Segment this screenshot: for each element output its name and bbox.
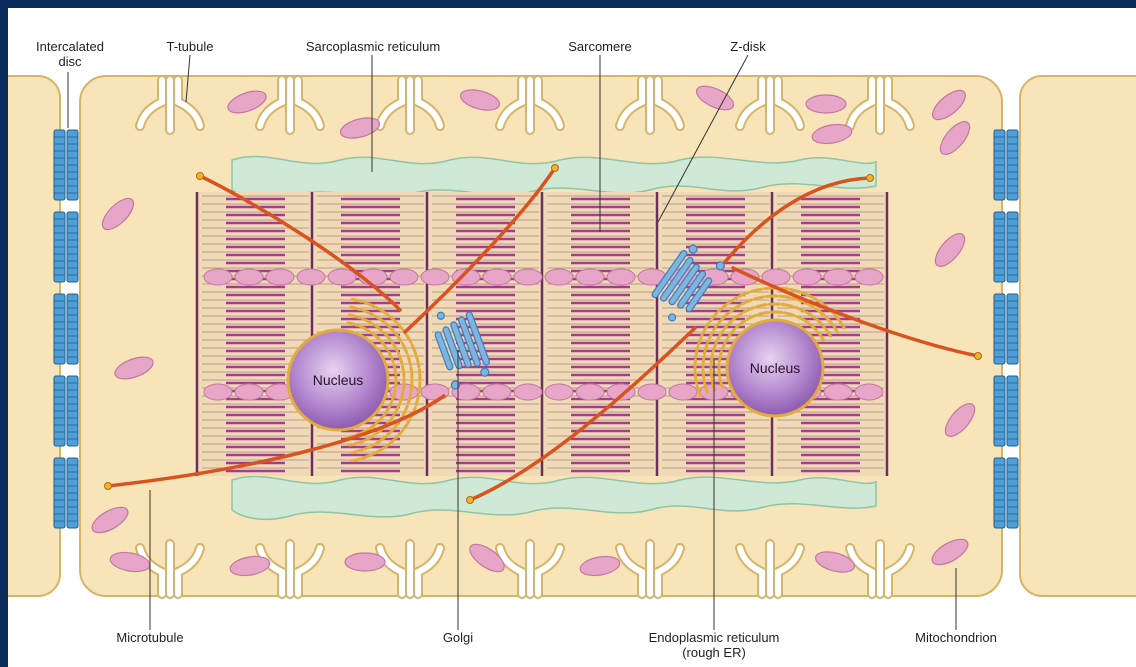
cardiac-muscle-cell-diagram: Nucleus Nucleus	[8, 8, 1136, 667]
mitochondrion	[669, 384, 697, 400]
mitochondrion	[421, 384, 449, 400]
mitochondrion	[576, 384, 604, 400]
mitochondrion	[235, 384, 263, 400]
label-mitochondrion: Mitochondrion	[915, 630, 997, 645]
label-er-line2: (rough ER)	[649, 645, 780, 660]
mitochondrion	[204, 269, 232, 285]
mitochondrion	[266, 269, 294, 285]
label-t-tubule: T-tubule	[167, 39, 214, 54]
mitochondrion	[483, 384, 511, 400]
label-sarcoplasmic-reticulum: Sarcoplasmic reticulum	[306, 39, 440, 54]
figure-frame: Nucleus Nucleus Intercalated disc	[8, 8, 1136, 667]
microtubule-end	[867, 175, 874, 182]
mitochondrion	[545, 269, 573, 285]
mitochondrion	[514, 269, 542, 285]
nucleus-right-label: Nucleus	[750, 360, 801, 376]
mitochondrion	[824, 384, 852, 400]
label-golgi: Golgi	[443, 630, 473, 645]
mitochondrion	[297, 269, 325, 285]
microtubule-end	[552, 165, 559, 172]
mitochondrion	[607, 269, 635, 285]
mitochondrion	[824, 269, 852, 285]
mitochondrion	[806, 95, 846, 113]
label-z-disk: Z-disk	[730, 39, 765, 54]
microtubule-end	[975, 353, 982, 360]
microtubule-end	[467, 497, 474, 504]
label-er-line1: Endoplasmic reticulum	[649, 630, 780, 645]
mitochondrion	[793, 269, 821, 285]
microtubule-end	[105, 483, 112, 490]
mitochondrion	[204, 384, 232, 400]
label-intercalated-disc-line2: disc	[36, 54, 104, 69]
microtubule-end	[197, 173, 204, 180]
neighbor-cell-left	[8, 76, 60, 596]
mitochondrion	[576, 269, 604, 285]
mitochondrion	[328, 269, 356, 285]
label-intercalated-disc: Intercalated disc	[36, 39, 104, 69]
mitochondrion	[235, 269, 263, 285]
label-intercalated-disc-line1: Intercalated	[36, 39, 104, 54]
mitochondrion	[514, 384, 542, 400]
neighbor-cell-right	[1020, 76, 1136, 596]
label-microtubule: Microtubule	[116, 630, 183, 645]
mitochondrion	[483, 269, 511, 285]
mitochondrion	[345, 553, 385, 571]
nucleus-left-label: Nucleus	[313, 372, 364, 388]
mitochondrion	[855, 384, 883, 400]
label-endoplasmic-reticulum: Endoplasmic reticulum (rough ER)	[649, 630, 780, 660]
mitochondrion	[390, 269, 418, 285]
label-sarcomere: Sarcomere	[568, 39, 632, 54]
mitochondrion	[638, 384, 666, 400]
mitochondrion	[421, 269, 449, 285]
mitochondrion	[545, 384, 573, 400]
mitochondrion	[855, 269, 883, 285]
